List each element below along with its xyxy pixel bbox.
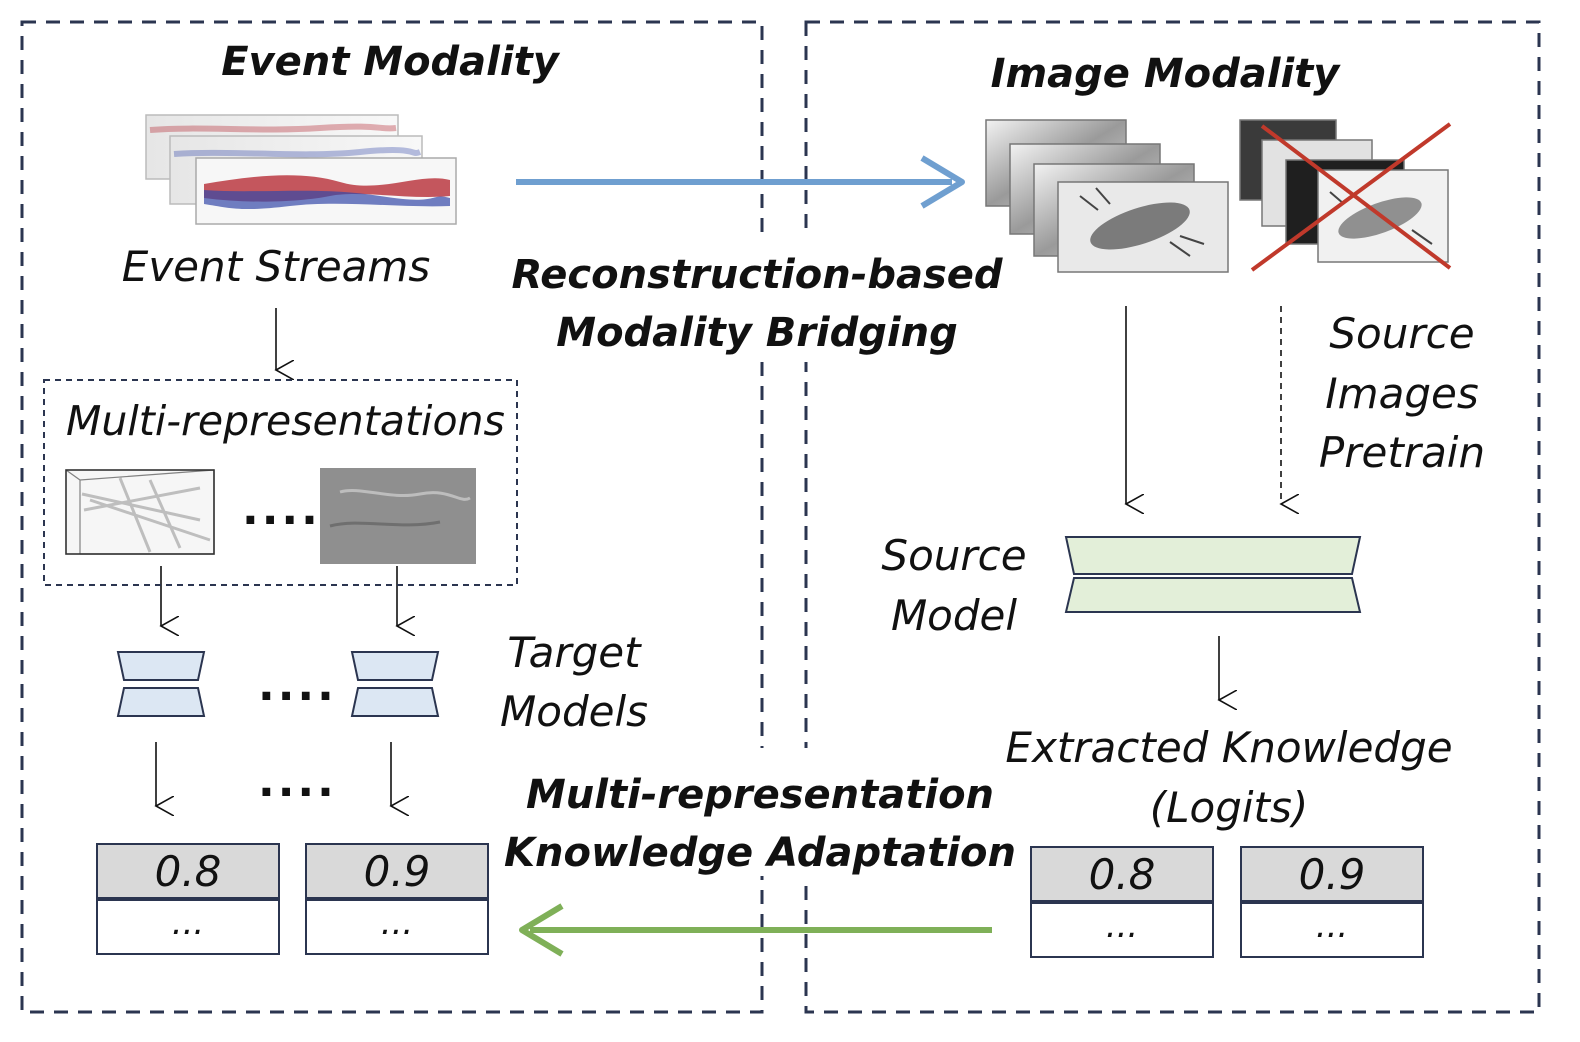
event-streams-label: Event Streams — [121, 242, 431, 291]
models-ellipsis: .... — [258, 660, 337, 711]
source-images-pretrain-label: Source Images Pretrain — [1318, 309, 1486, 478]
target-output-2-rest: ... — [305, 899, 489, 955]
reconstructed-images-graphic — [985, 119, 1229, 273]
target-output-1-value: 0.8 — [96, 843, 280, 899]
target-output-1-rest: ... — [96, 899, 280, 955]
event-streams-graphic — [145, 114, 457, 225]
source-output-1-value: 0.8 — [1030, 846, 1214, 902]
image-modality-title: Image Modality — [990, 51, 1340, 97]
extracted-knowledge-label: Extracted Knowledge (Logits) — [1005, 723, 1453, 832]
adaptation-label: Multi-representation Knowledge Adaptatio… — [504, 772, 1016, 876]
frame-representation — [320, 468, 476, 564]
representation-ellipsis: .... — [242, 484, 321, 535]
multi-representations-label: Multi-representations — [66, 397, 505, 445]
multi-representations-box — [43, 379, 518, 586]
source-model — [1064, 536, 1362, 613]
source-output-2-value: 0.9 — [1240, 846, 1424, 902]
outputs-ellipsis: .... — [258, 756, 337, 807]
event-modality-panel — [20, 20, 764, 1014]
target-output-2-value: 0.9 — [305, 843, 489, 899]
target-model-1 — [116, 651, 206, 717]
source-output-2-rest: ... — [1240, 902, 1424, 958]
reconstruction-arrow — [516, 155, 965, 209]
target-models-label: Target Models — [500, 628, 648, 736]
source-model-label: Source Model — [881, 531, 1027, 640]
target-model-2 — [350, 651, 440, 717]
source-output-1-rest: ... — [1030, 902, 1214, 958]
cross-out-mark — [1250, 122, 1452, 272]
source-images-graphic — [1239, 119, 1449, 263]
voxel-grid-representation — [65, 469, 215, 555]
image-modality-panel — [804, 20, 1541, 1014]
reconstruction-bridging-label: Reconstruction-based Modality Bridging — [511, 252, 1003, 356]
adaptation-arrow — [519, 903, 992, 957]
event-modality-title: Event Modality — [221, 39, 559, 85]
